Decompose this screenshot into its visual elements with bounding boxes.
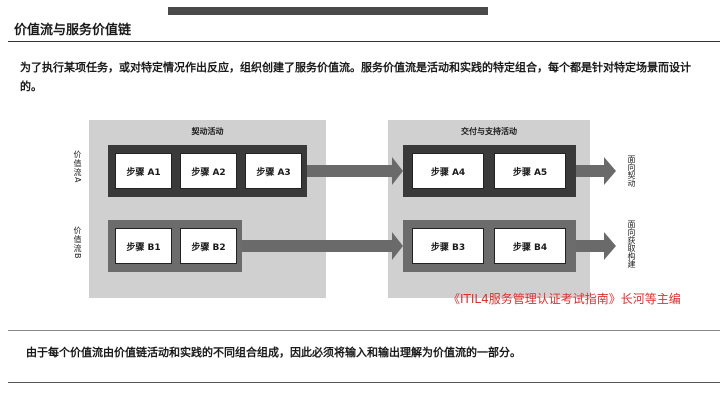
deliver-panel-label: 交付与支持活动 xyxy=(461,127,517,136)
step-a5: 步骤 A5 xyxy=(494,153,566,189)
stream-a-label: 价值流A xyxy=(73,150,82,184)
footer-divider-top xyxy=(8,330,720,331)
step-b1: 步骤 B1 xyxy=(115,228,172,264)
footer-paragraph: 由于每个价值流由价值链活动和实践的不同组合组成，因此必须将输入和输出理解为价值流… xyxy=(26,346,521,359)
intro-paragraph: 为了执行某项任务，或对特定情况作出反应，组织创建了服务价值流。服务价值流是活动和… xyxy=(20,61,691,93)
engage-panel-label: 契动活动 xyxy=(191,127,224,136)
title-divider xyxy=(8,41,720,42)
step-a3: 步骤 A3 xyxy=(245,153,302,189)
page-title: 价值流与服务价值链 xyxy=(14,23,132,38)
top-decor-bar xyxy=(168,7,488,15)
step-b3: 步骤 B3 xyxy=(412,228,484,264)
footer-divider-bottom xyxy=(8,382,720,383)
step-b2: 步骤 B2 xyxy=(180,228,237,264)
step-a4: 步骤 A4 xyxy=(412,153,484,189)
step-a1: 步骤 A1 xyxy=(115,153,172,189)
step-b4: 步骤 B4 xyxy=(494,228,566,264)
step-a2: 步骤 A2 xyxy=(180,153,237,189)
stream-b-outcome-label: 面向获取构建 xyxy=(627,220,636,268)
stream-a-outcome-label: 面向契动 xyxy=(627,155,636,187)
source-citation: 《ITIL4服务管理认证考试指南》长河等主编 xyxy=(448,292,681,306)
stream-b-label: 价值流B xyxy=(73,226,82,260)
